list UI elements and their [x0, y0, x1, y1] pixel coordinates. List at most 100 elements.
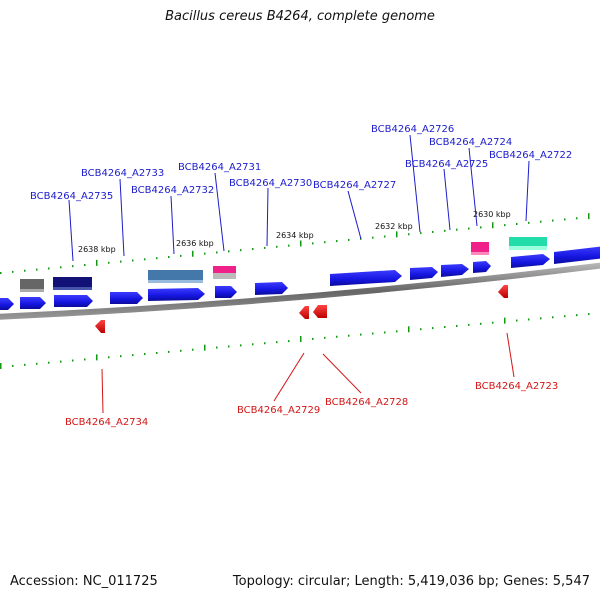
- scale-tick: [36, 268, 38, 271]
- forward-gene-arrow[interactable]: [511, 254, 550, 268]
- scale-tick: [372, 332, 374, 335]
- scale-label-2630: 2630 kbp: [473, 210, 511, 219]
- scale-tick: [240, 249, 242, 252]
- forward-gene-arrow[interactable]: [110, 292, 143, 304]
- forward-gene-arrow[interactable]: [410, 267, 438, 280]
- gene-label-a2722[interactable]: BCB4264_A2722: [489, 150, 572, 161]
- scale-tick: [324, 336, 326, 339]
- reverse-gene-arrow-a2723[interactable]: [498, 285, 508, 298]
- scale-tick: [180, 254, 182, 257]
- scale-tick: [216, 251, 218, 254]
- scale-tick: [312, 337, 314, 340]
- scale-tick: [168, 350, 170, 353]
- scale-tick: [444, 326, 446, 329]
- forward-gene-arrow[interactable]: [255, 282, 288, 295]
- scale-tick: [480, 226, 482, 229]
- scale-tick: [120, 355, 122, 358]
- forward-gene-arrow[interactable]: [554, 246, 600, 264]
- scale-tick: [108, 356, 110, 359]
- gene-label-a2731[interactable]: BCB4264_A2731: [178, 162, 261, 173]
- scale-tick: [552, 316, 554, 319]
- gene-label-a2732[interactable]: BCB4264_A2732: [131, 185, 214, 196]
- scale-tick: [24, 363, 26, 366]
- scale-tick: [144, 258, 146, 261]
- scale-tick: [252, 343, 254, 346]
- forward-gene-arrow[interactable]: [148, 288, 205, 301]
- reverse-genes: [95, 285, 508, 333]
- scale-tick: [60, 266, 62, 269]
- scale-tick: [252, 248, 254, 251]
- scale-tick: [420, 232, 422, 235]
- scale-tick: [552, 219, 554, 222]
- scale-tick: [180, 349, 182, 352]
- reverse-gene-arrow-a2728[interactable]: [313, 305, 327, 318]
- bottom-leader-lines: [101, 332, 515, 414]
- scale-tick: [504, 317, 506, 324]
- gene-label-a2730[interactable]: BCB4264_A2730: [229, 178, 312, 189]
- forward-gene-arrow[interactable]: [473, 261, 491, 273]
- feature-navy-block[interactable]: [53, 277, 92, 289]
- scale-tick: [84, 264, 86, 267]
- scale-tick: [348, 334, 350, 337]
- feature-steel-block-shade: [148, 280, 203, 283]
- forward-gene-arrow[interactable]: [330, 270, 402, 286]
- scale-tick: [300, 336, 302, 342]
- gene-label-a2728[interactable]: BCB4264_A2728: [325, 397, 408, 408]
- reverse-gene-arrow-a2729[interactable]: [299, 306, 309, 319]
- gene-label-a2723[interactable]: BCB4264_A2723: [475, 381, 558, 392]
- scale-tick: [216, 346, 218, 349]
- scale-tick: [456, 324, 458, 327]
- scale-tick: [264, 246, 266, 249]
- scale-tick: [432, 230, 434, 233]
- feature-pink-block-a2731[interactable]: [213, 266, 236, 273]
- gene-label-a2725[interactable]: BCB4264_A2725: [405, 159, 488, 170]
- scale-tick: [48, 267, 50, 270]
- forward-gene-arrow[interactable]: [215, 286, 237, 298]
- scale-tick: [192, 348, 194, 351]
- scale-tick: [132, 354, 134, 357]
- scale-tick: [360, 333, 362, 336]
- scale-tick: [288, 340, 290, 343]
- scale-tick: [36, 362, 38, 365]
- gene-label-a2724[interactable]: BCB4264_A2724: [429, 137, 512, 148]
- forward-gene-arrow[interactable]: [20, 297, 46, 309]
- scale-tick: [72, 265, 74, 268]
- reverse-gene-arrow-a2734[interactable]: [95, 320, 105, 333]
- forward-gene-arrow[interactable]: [0, 298, 14, 310]
- scale-tick: [396, 231, 398, 238]
- forward-genes: [0, 246, 600, 310]
- scale-tick: [228, 250, 230, 253]
- feature-teal-block-a2722[interactable]: [509, 237, 547, 248]
- feature-steel-block[interactable]: [148, 270, 203, 282]
- forward-gene-arrow[interactable]: [54, 295, 93, 307]
- gene-label-a2729[interactable]: BCB4264_A2729: [237, 405, 320, 416]
- scale-tick: [384, 235, 386, 238]
- gene-label-a2734[interactable]: BCB4264_A2734: [65, 417, 148, 428]
- scale-tick: [456, 228, 458, 231]
- scale-tick: [372, 236, 374, 239]
- feature-pink-block-a2724[interactable]: [471, 242, 489, 254]
- feature-gray-under-pink: [213, 273, 236, 279]
- scale-tick: [588, 313, 590, 316]
- scale-tick: [492, 321, 494, 324]
- gene-label-a2735[interactable]: BCB4264_A2735: [30, 191, 113, 202]
- scale-tick: [564, 315, 566, 318]
- gene-label-a2726[interactable]: BCB4264_A2726: [371, 124, 454, 135]
- scale-tick: [0, 363, 2, 369]
- scale-tick: [528, 221, 530, 224]
- scale-label-2638: 2638 kbp: [78, 245, 116, 254]
- scale-tick: [192, 250, 194, 257]
- scale-tick: [84, 358, 86, 361]
- genome-summary-text: Topology: circular; Length: 5,419,036 bp…: [232, 574, 590, 589]
- scale-tick: [12, 364, 14, 367]
- scale-label-2636: 2636 kbp: [176, 239, 214, 248]
- feature-navy-block-shade: [53, 287, 92, 290]
- scale-tick: [312, 242, 314, 245]
- gene-label-a2727[interactable]: BCB4264_A2727: [313, 180, 396, 191]
- scale-tick: [492, 222, 494, 229]
- forward-gene-arrow[interactable]: [441, 264, 469, 277]
- feature-gray-block[interactable]: [20, 279, 44, 291]
- scale-tick: [168, 256, 170, 259]
- gene-label-a2733[interactable]: BCB4264_A2733: [81, 168, 164, 179]
